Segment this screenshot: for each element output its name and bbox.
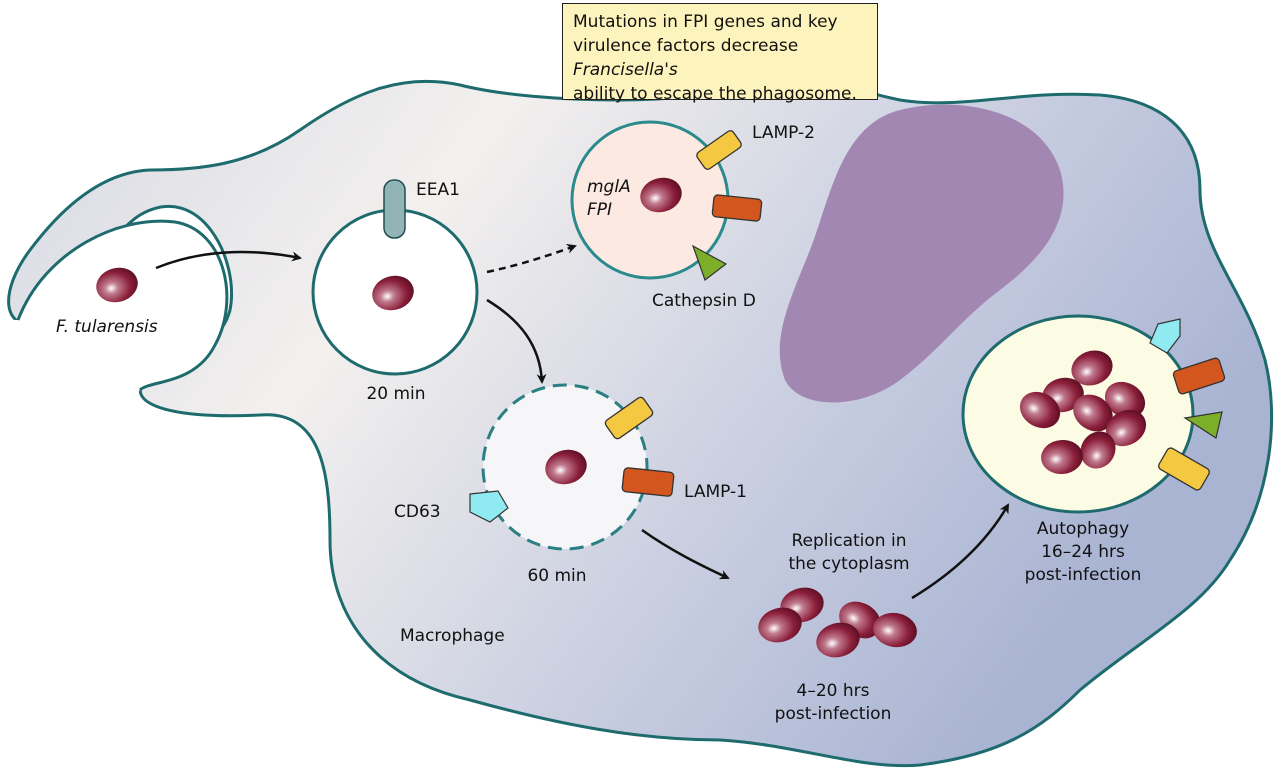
bacterium [96,267,138,303]
lamp1-marker-top [711,194,763,222]
cd63-marker-auto [1149,318,1181,354]
bacterium [372,275,414,311]
arrow-mutant [486,244,577,274]
cd63-marker [469,490,509,523]
bacteria-group [96,177,1147,658]
bacterium [873,612,917,648]
bacterium [1105,409,1147,447]
francisella-italic: Francisella's [573,60,678,80]
lamp2-marker-auto [1158,447,1210,491]
eea1-marker [383,179,406,239]
note-line-1: Mutations in FPI genes and key [573,12,838,32]
nucleus [779,104,1064,403]
lamp1-marker-late [621,467,675,497]
label-replication-time-1: 4–20 hrs [796,681,870,701]
bacterium [545,449,587,485]
arrow-entry [155,250,302,270]
entry-pocket [0,221,227,420]
label-macrophage: Macrophage [400,626,505,646]
label-cathepsin-d: Cathepsin D [652,291,756,311]
label-lamp2: LAMP-2 [752,123,815,143]
arrow-to-late [486,298,547,384]
bacterium [1073,394,1113,432]
bacterium [816,622,860,658]
lamp2-marker [696,130,742,170]
lamp2-marker-late [604,396,654,440]
mutation-note: Mutations in FPI genes and key virulence… [562,3,878,104]
bacterium [1104,381,1146,419]
label-20-min: 20 min [366,384,426,404]
label-lamp1: LAMP-1 [684,482,747,502]
label-mgla: mglA [587,177,631,197]
cathepsin-marker-auto [1183,411,1223,439]
arrow-to-autophagy [911,503,1010,600]
bacterium [1019,391,1061,429]
label-autophagy-time: 16–24 hrs [1041,542,1125,562]
label-autophagy-post: post-infection [1024,565,1142,585]
bacterium [758,607,802,643]
note-line-3: ability to escape the phagosome. [573,84,857,104]
label-replication-1: Replication in [791,531,907,551]
label-cd63: CD63 [394,502,441,522]
bacterium [640,177,682,213]
cathepsin-marker-top [691,244,728,281]
bacterium [1071,350,1113,386]
label-bacterium: F. tularensis [56,317,158,337]
bacterium [1041,439,1083,475]
arrow-to-cytoplasm [641,528,730,580]
label-replication-time-2: post-infection [774,704,892,724]
note-line-2: virulence factors decrease Francisella's [573,36,799,80]
lamp1-marker-auto [1172,357,1226,395]
bacterium [1080,431,1116,469]
label-fpi: FPI [587,200,613,220]
label-replication-2: the cytoplasm [788,554,910,574]
label-eea1: EEA1 [416,180,460,200]
label-60-min: 60 min [527,566,587,586]
label-autophagy: Autophagy [1036,519,1130,539]
